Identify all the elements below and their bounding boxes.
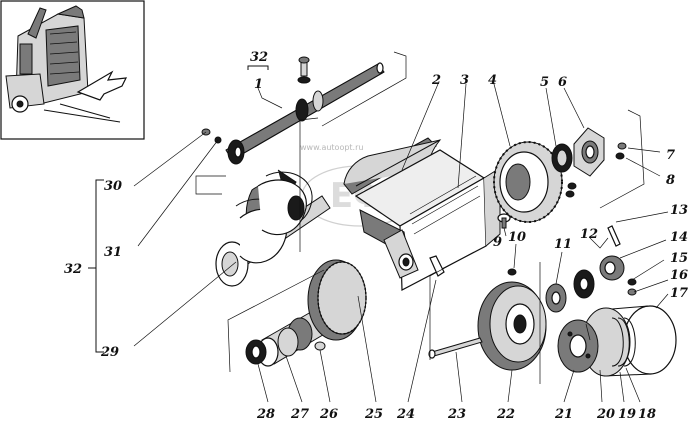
flange-part-21	[557, 319, 599, 373]
callout-11: 11	[554, 237, 572, 252]
callout-6: 6	[558, 75, 567, 90]
callout-7: 7	[666, 148, 675, 163]
callout-18: 18	[638, 407, 656, 422]
callout-28: 28	[256, 407, 275, 422]
nut-part-7	[617, 142, 627, 150]
spring-part-18	[611, 317, 636, 367]
callout-8: 8	[666, 173, 675, 188]
callout-16: 16	[670, 268, 688, 283]
callout-32-top: 32	[250, 50, 268, 65]
callout-12: 12	[580, 227, 598, 242]
callout-10: 10	[508, 230, 526, 245]
callout-27: 27	[290, 407, 309, 422]
key-part-26	[314, 341, 326, 351]
callout-3: 3	[460, 73, 469, 88]
bearing-part-5	[551, 143, 573, 173]
disc-part-12	[573, 269, 595, 299]
washer-part-16	[627, 288, 637, 296]
trough-part-2-3	[343, 137, 501, 291]
callout-20: 20	[596, 407, 615, 422]
watermark-text: www.autoopt.ru	[300, 143, 363, 152]
callout-26: 26	[319, 407, 338, 422]
nut-part-28	[245, 339, 267, 365]
callout-25: 25	[364, 407, 383, 422]
cover-part-4	[493, 141, 563, 223]
disc-part-11	[545, 283, 567, 313]
auger-part-29	[215, 169, 331, 287]
leader-lines	[88, 51, 669, 403]
callout-1: 1	[254, 77, 263, 92]
callout-2: 2	[431, 73, 441, 88]
callout-4: 4	[488, 73, 497, 88]
washer-part-15	[627, 278, 637, 286]
callout-15: 15	[670, 251, 688, 266]
callout-13: 13	[670, 203, 688, 218]
hub-part-14	[599, 255, 625, 281]
bolt-part-9	[497, 213, 511, 229]
callout-32-side: 32	[64, 262, 82, 277]
callout-24: 24	[396, 407, 415, 422]
callout-23: 23	[447, 407, 466, 422]
pin-part-24	[429, 255, 445, 277]
bearing-housing-part-6	[573, 127, 605, 177]
shaft-part-1	[225, 56, 385, 165]
inset-overview	[0, 0, 145, 140]
callout-labels: 32 1 2 3 4 5 6 7 8 9 10 11 12 13 14 15 1…	[64, 50, 688, 422]
nut-part-10	[507, 268, 517, 276]
washer-part-8	[565, 152, 625, 198]
pin-part-13	[607, 225, 621, 247]
bolt-part-23	[428, 337, 483, 359]
callout-22: 22	[496, 407, 515, 422]
disc-part-25	[307, 259, 367, 341]
callout-21: 21	[554, 407, 573, 422]
callout-9: 9	[493, 235, 502, 250]
callout-31: 31	[104, 245, 122, 260]
callout-30: 30	[104, 179, 122, 194]
callout-29: 29	[100, 345, 119, 360]
callout-14: 14	[670, 230, 688, 245]
callout-5: 5	[540, 75, 549, 90]
callout-17: 17	[670, 286, 688, 301]
callout-19: 19	[618, 407, 636, 422]
screw-part-30	[201, 128, 222, 144]
pulley-part-22	[477, 281, 547, 371]
